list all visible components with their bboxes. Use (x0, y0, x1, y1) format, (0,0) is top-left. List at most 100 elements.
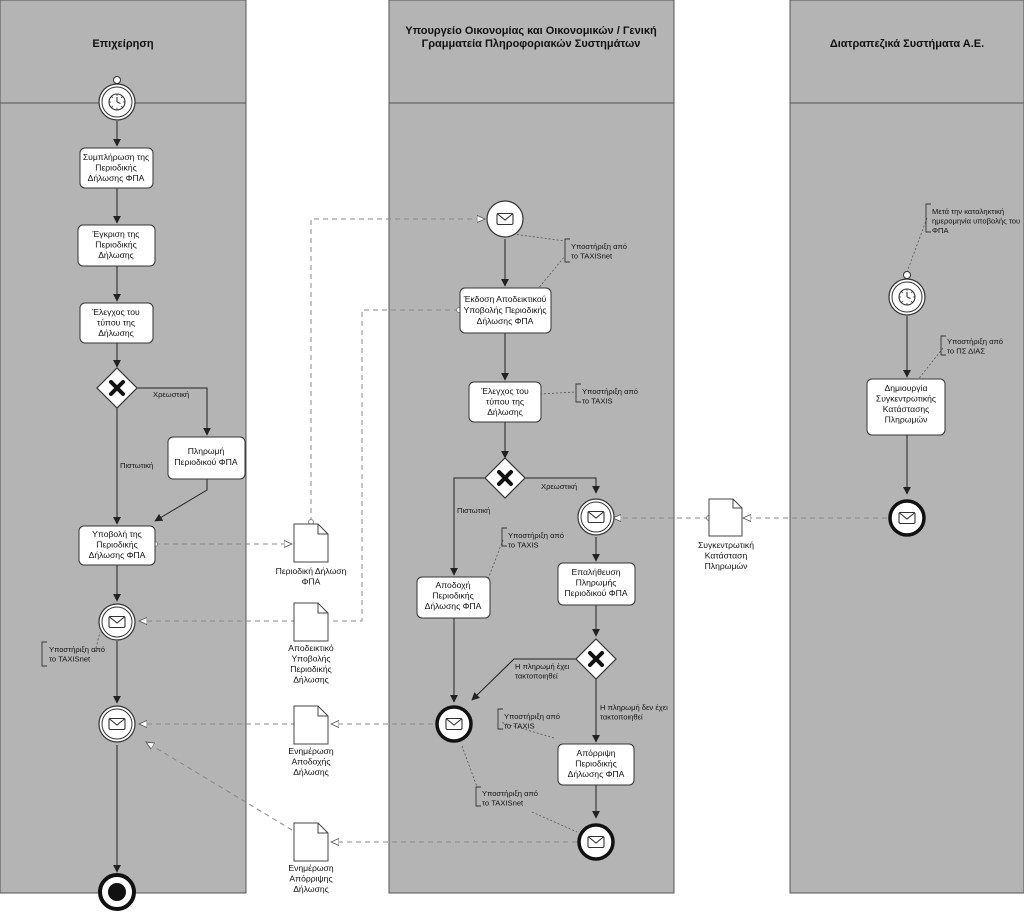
text-line: το TAXISnet (482, 799, 524, 808)
text-line: Περιοδική Δήλωση (276, 566, 347, 576)
text-line: Αποδοχής (291, 757, 330, 767)
lane-title-business: Επιχείρηση (92, 38, 153, 50)
text-line: Περιοδικού ΦΠΑ (564, 588, 627, 598)
text-line: Έλεγχος του (91, 307, 140, 317)
envelope-icon (445, 717, 463, 731)
text-line: Κατάστασης (883, 404, 930, 414)
text-line: τύπου της (97, 318, 135, 328)
envelope-icon (108, 615, 126, 629)
text-line: Χρεωστική (541, 482, 577, 491)
text-line: Δήλωσης ΦΠΑ (568, 769, 625, 779)
annotation-brackets (41, 203, 946, 807)
text-line: τακτοποιηθεί (600, 713, 643, 722)
text-line: Ενημέρωση (288, 746, 333, 756)
text-line: Απόρριψη (576, 748, 615, 758)
text-line: Πληρωμών (705, 561, 748, 571)
text-line: Υποστήριξη από (482, 789, 538, 798)
text-line: Δήλωσης ΦΠΑ (89, 550, 146, 560)
text-line: Δήλωσης (293, 675, 329, 685)
payment-message-event[interactable] (577, 498, 615, 536)
exclusive-x-icon (497, 470, 513, 486)
text-line: Η πληρωμή έχει (515, 662, 570, 671)
update-message-event[interactable] (98, 705, 136, 743)
text-line: τακτοποιηθεί (515, 672, 558, 681)
text-line: Υποστήριξη από (582, 387, 638, 396)
text-line: το ΠΣ ΔΙΑΣ (947, 347, 985, 356)
end-event[interactable] (98, 873, 136, 911)
lane-title-ministry: Υπουργείο Οικονομίας και Οικονομικών / Γ… (405, 25, 657, 50)
text-line: Αποδοχή (436, 580, 471, 590)
rejection-end-message-event[interactable] (577, 823, 615, 861)
text-line: Δήλωσης (293, 767, 329, 777)
gateway-payment-status[interactable] (575, 638, 617, 680)
acceptance-end-message-event[interactable] (435, 705, 473, 743)
text-line: Ενημέρωση (288, 863, 333, 873)
interbank-timer-event[interactable] (888, 271, 926, 316)
text-line: Υποβολής Περιοδικής (463, 305, 546, 315)
flow-label-debit-ministry: Χρεωστική (541, 482, 577, 491)
text-line: Χρεωστική (153, 390, 189, 399)
receipt-message-event[interactable] (98, 603, 136, 641)
text-line: Έλεγχος του (480, 386, 529, 396)
text-line: Η πληρωμή δεν έχει (600, 703, 668, 712)
start-timer-event[interactable] (98, 76, 136, 121)
start-message-event[interactable] (486, 200, 524, 238)
text-line: Περιοδικής (96, 540, 138, 550)
text-line: Δήλωσης ΦΠΑ (425, 601, 482, 611)
envelope-icon (898, 511, 916, 525)
text-line: Πληρωμών (885, 415, 928, 425)
text-line: Υποβολή της (92, 529, 142, 539)
interbank-end-message-event[interactable] (888, 499, 926, 537)
gateway-business-type[interactable] (96, 367, 138, 409)
text-line: Δήλωσης (98, 328, 134, 338)
sequence-flows (113, 121, 911, 873)
text-line: Δημιουργία (885, 383, 928, 393)
text-line: το TAXIS (508, 541, 539, 550)
text-line: Απόρριψης (289, 874, 332, 884)
gateway-ministry-type[interactable] (484, 457, 526, 499)
text-line: Περιοδικής (95, 240, 137, 250)
text-line: τύπου της (486, 397, 524, 407)
text-line: Περιοδικής (432, 591, 474, 601)
flow-label-credit-business: Πιστωτική (120, 461, 153, 470)
text-line: Υποστήριξη από (947, 337, 1003, 346)
text-line: Δήλωσης ΦΠΑ (88, 173, 145, 183)
text-line: το TAXISnet (49, 655, 91, 664)
exclusive-x-icon (588, 651, 604, 667)
text-line: Μετά την καταληκτική (932, 207, 1004, 216)
text-line: Επαλήθευση (572, 567, 621, 577)
envelope-icon (587, 510, 605, 524)
text-line: ΦΠΑ (302, 577, 321, 587)
text-line: Υπουργείο Οικονομίας και Οικονομικών / Γ… (405, 25, 657, 37)
text-line: Πιστωτική (457, 506, 490, 515)
text-line: Περιοδικής (575, 759, 617, 769)
text-line: ΦΠΑ (932, 226, 950, 235)
flow-label-debit-business: Χρεωστική (153, 390, 189, 399)
